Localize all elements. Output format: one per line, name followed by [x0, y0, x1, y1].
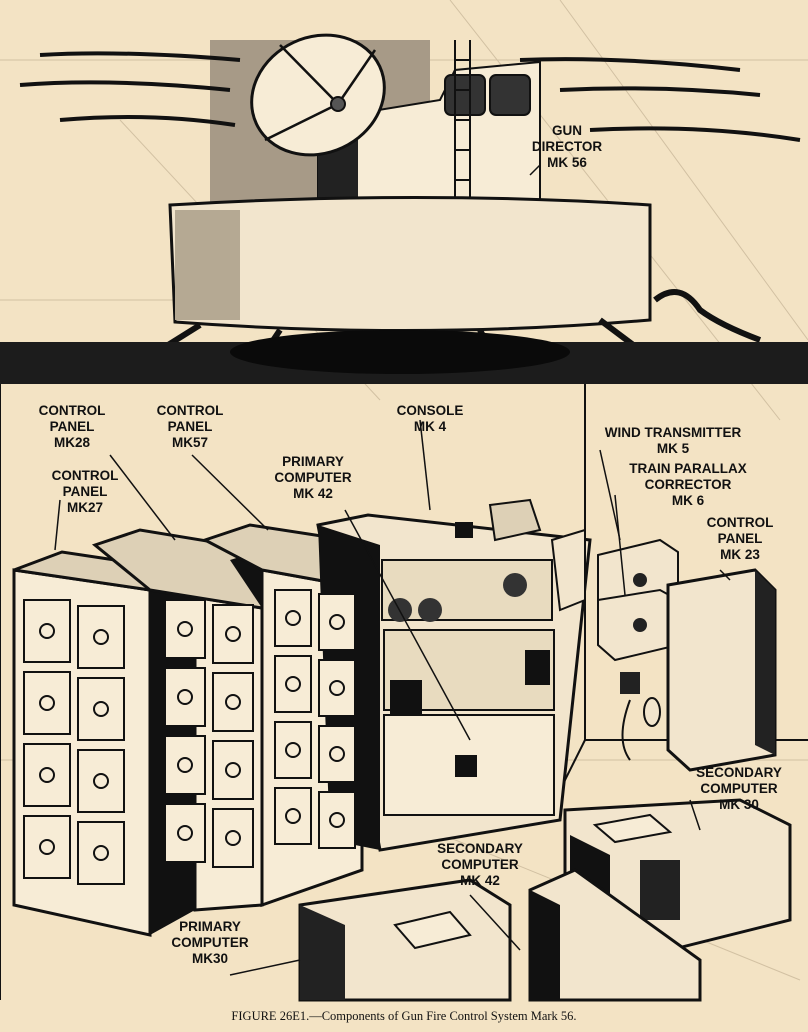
label-line: CORRECTOR	[645, 477, 732, 492]
label-line: GUN	[552, 123, 582, 138]
gun-director-illustration	[19, 33, 801, 376]
label-line: MK 30	[719, 797, 759, 812]
control-panel-mk23-box	[666, 568, 777, 772]
director-drum	[168, 196, 652, 333]
drawer-knob	[177, 621, 193, 637]
figure-caption: FIGURE 26E1.—Components of Gun Fire Cont…	[231, 1009, 577, 1023]
drawer-knob	[177, 757, 193, 773]
director-ladder	[454, 40, 471, 205]
drawer-knob	[285, 610, 301, 626]
label-line: PRIMARY	[179, 919, 241, 934]
label-line: MK 4	[414, 419, 447, 434]
label-line: SECONDARY	[696, 765, 782, 780]
primary-computer-mk30-box	[298, 878, 512, 1002]
director-window-left	[444, 74, 486, 116]
label-line: COMPUTER	[171, 935, 249, 950]
label-line: MK 56	[547, 155, 587, 170]
smoke-plume	[653, 289, 762, 343]
console-mk4	[316, 498, 592, 852]
label-line: CONTROL	[52, 468, 119, 483]
drawer-knob	[285, 808, 301, 824]
drawer-knob	[93, 629, 109, 645]
label-line: MK27	[67, 500, 103, 515]
drawer-knob	[93, 701, 109, 717]
label-line: CONTROL	[157, 403, 224, 418]
label-line: MK28	[54, 435, 91, 450]
label-line: MK30	[192, 951, 228, 966]
director-window-right	[489, 74, 531, 116]
label-line: MK 5	[657, 441, 690, 456]
label-line: TRAIN PARALLAX	[629, 461, 747, 476]
label-line: PANEL	[718, 531, 763, 546]
label-line: MK 23	[720, 547, 760, 562]
label-line: SECONDARY	[437, 841, 523, 856]
label-line: COMPUTER	[274, 470, 352, 485]
drawer-knob	[93, 845, 109, 861]
drawer-knob	[225, 626, 241, 642]
label-line: CONTROL	[707, 515, 774, 530]
drawer-knob	[329, 812, 345, 828]
leader-lines	[54, 164, 731, 976]
drawer-knob	[39, 767, 55, 783]
drawer-knob	[329, 746, 345, 762]
label-line: CONTROL	[39, 403, 106, 418]
drawer-knob	[177, 689, 193, 705]
drawer-knob	[39, 623, 55, 639]
director-drum-shade	[175, 210, 240, 320]
smoke-streaks	[19, 51, 801, 142]
radar-feed	[330, 96, 346, 112]
drawer-knob	[225, 830, 241, 846]
label-line: PANEL	[63, 484, 108, 499]
radar-dish	[250, 33, 386, 157]
director-shadow-on-deck	[230, 330, 570, 374]
label-line: CONSOLE	[397, 403, 464, 418]
label-line: DIRECTOR	[532, 139, 603, 154]
secondary-computer-mk42-box	[528, 868, 702, 1002]
drawer-knob	[39, 839, 55, 855]
drawer-knob	[225, 762, 241, 778]
label-line: WIND TRANSMITTER	[605, 425, 742, 440]
drawer-knob	[93, 773, 109, 789]
label-line: PRIMARY	[282, 454, 344, 469]
label-line: PANEL	[168, 419, 213, 434]
wind-transmitter-boxes	[597, 538, 679, 662]
drawer-front	[318, 725, 356, 783]
drawer-knob	[177, 825, 193, 841]
drawer-knob	[329, 680, 345, 696]
cabinet-drawers	[23, 589, 356, 885]
label-line: MK 6	[672, 493, 705, 508]
drawer-knob	[285, 742, 301, 758]
handset	[620, 672, 661, 761]
drawer-knob	[285, 676, 301, 692]
label-line: MK57	[172, 435, 208, 450]
drawer-knob	[329, 614, 345, 630]
drawer-knob	[225, 694, 241, 710]
label-line: MK 42	[293, 486, 333, 501]
label-line: MK 42	[460, 873, 500, 888]
label-line: PANEL	[50, 419, 95, 434]
radar-dish-struts	[264, 44, 377, 142]
label-line: COMPUTER	[441, 857, 519, 872]
drawer-knob	[39, 695, 55, 711]
label-line: COMPUTER	[700, 781, 778, 796]
